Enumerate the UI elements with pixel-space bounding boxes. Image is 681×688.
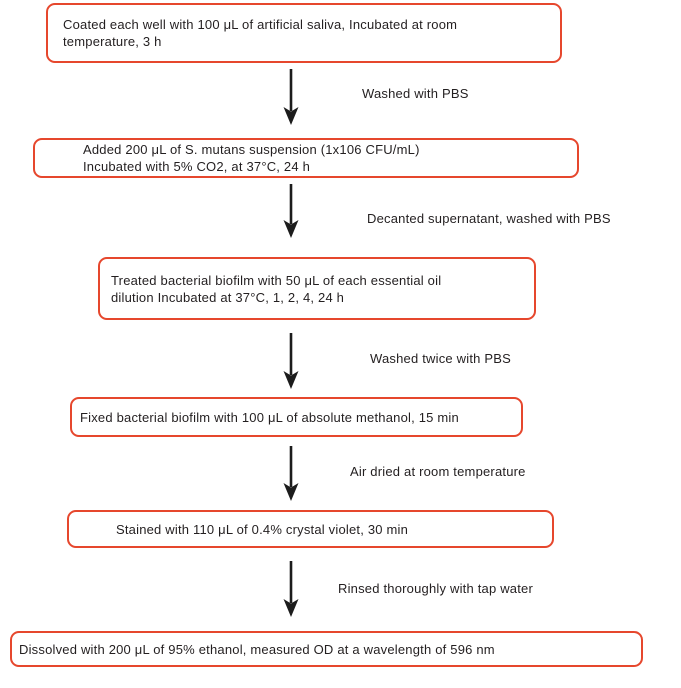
- step-box-fix-methanol: Fixed bacterial biofilm with 100 μL of a…: [70, 397, 523, 437]
- flow-arrow-down-icon: [283, 69, 299, 125]
- arrow-label-rinsed-tap-water: Rinsed thoroughly with tap water: [338, 581, 534, 596]
- flow-arrow-down-icon: [283, 184, 299, 238]
- flow-arrow-down-icon: [283, 561, 299, 617]
- step-box-add-suspension: Added 200 μL of S. mutans suspension (1x…: [33, 138, 579, 178]
- step-text: Incubated with 5% CO2, at 37°C, 24 h: [83, 159, 311, 174]
- flow-arrow-down-icon: [283, 333, 299, 389]
- step-text: Coated each well with 100 μL of artifici…: [63, 17, 458, 32]
- step-text: temperature, 3 h: [63, 34, 162, 49]
- step-text: dilution Incubated at 37°C, 1, 2, 4, 24 …: [111, 289, 345, 305]
- step-box-coat-saliva: Coated each well with 100 μL of artifici…: [46, 3, 562, 63]
- step-box-dissolve-measure-od: Dissolved with 200 μL of 95% ethanol, me…: [10, 631, 643, 667]
- flow-arrow-down-icon: [283, 446, 299, 501]
- step-text: Dissolved with 200 μL of 95% ethanol, me…: [19, 641, 495, 657]
- step-text: Stained with 110 μL of 0.4% crystal viol…: [116, 521, 409, 537]
- arrow-label-air-dried: Air dried at room temperature: [350, 464, 526, 479]
- step-box-treat-oil: Treated bacterial biofilm with 50 μL of …: [98, 257, 536, 320]
- arrow-label-decanted: Decanted supernatant, washed with PBS: [367, 211, 611, 226]
- arrow-label-washed-twice: Washed twice with PBS: [370, 351, 511, 366]
- arrow-label-washed-pbs: Washed with PBS: [362, 86, 469, 101]
- step-box-stain-crystal-violet: Stained with 110 μL of 0.4% crystal viol…: [67, 510, 554, 548]
- step-text: Fixed bacterial biofilm with 100 μL of a…: [80, 409, 459, 425]
- step-text: Added 200 μL of S. mutans suspension (1x…: [83, 142, 420, 157]
- step-text: Treated bacterial biofilm with 50 μL of …: [111, 272, 442, 288]
